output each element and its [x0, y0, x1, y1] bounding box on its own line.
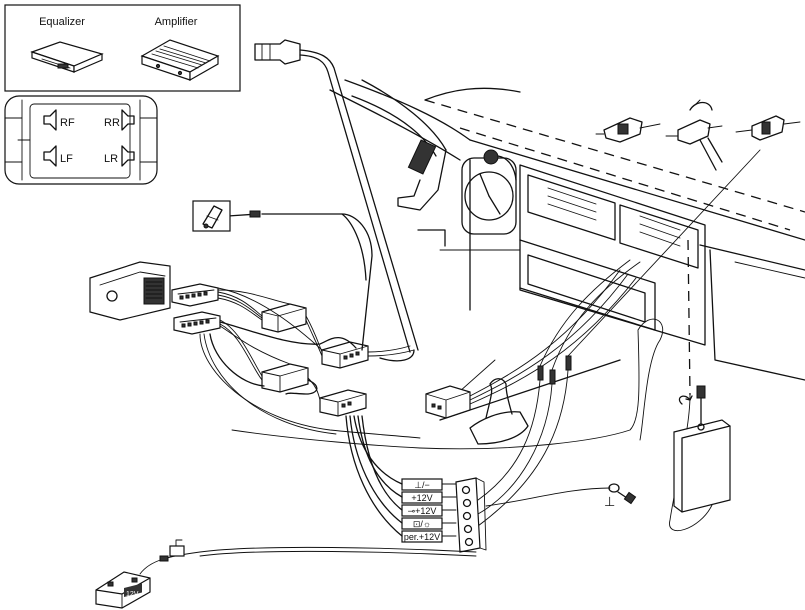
equalizer-label: Equalizer: [39, 16, 85, 28]
radio-slot: [519, 164, 706, 346]
ground-symbol: ⊥: [604, 494, 615, 509]
cable-right-loop: [669, 394, 713, 532]
speaker-lf: LF: [43, 145, 73, 167]
terminal-label-permanent: per.+12V: [404, 532, 440, 542]
speaker-lr-label: LR: [104, 153, 118, 165]
gear-shifter: [469, 378, 529, 445]
iso-connector-bottom: [173, 311, 221, 335]
car-top-view: [4, 95, 158, 185]
terminal-wires: [345, 415, 457, 537]
battery-label: 12V: [126, 591, 139, 598]
harness-box-3: [261, 363, 309, 393]
steering-column: [351, 79, 447, 247]
terminal-label-illumination: ⊡/☼: [413, 519, 431, 529]
amplifier-icon: [140, 39, 220, 82]
component-panel: Equalizer Amplifier: [4, 4, 241, 92]
speaker-rr-label: RR: [104, 117, 120, 129]
terminal-label-ground: ⊥/−: [414, 480, 430, 490]
antenna-cable: [254, 39, 419, 362]
terminal-label-plus12v: +12V: [411, 493, 432, 503]
harness-wires: [199, 287, 421, 439]
harness-box-2: [321, 341, 369, 369]
adapter-box: [673, 385, 731, 513]
speaker-rf-label: RF: [60, 117, 75, 129]
battery-cable: [139, 539, 477, 575]
terminal-block: [455, 477, 487, 553]
terminal-label-ignition: ⊸+12V: [408, 506, 437, 516]
ground-loop-cable: [231, 318, 664, 450]
gauge-icon: [461, 149, 517, 235]
radio-back-panel: [89, 261, 171, 321]
speaker-lr: LR: [104, 145, 135, 167]
aux-cable: [227, 210, 373, 351]
ground-screw-icon: ⊥: [485, 483, 637, 509]
terminal-labels: ⊥/− +12V ⊸+12V ⊡/☼ per.+12V: [401, 478, 443, 543]
speaker-lf-label: LF: [60, 153, 73, 165]
iso-connector-top: [171, 283, 219, 307]
speaker-rr: RR: [104, 109, 135, 131]
plug-icon: [192, 200, 231, 232]
clip-icons: [595, 99, 801, 171]
amplifier-label: Amplifier: [155, 16, 198, 28]
harness-box-4: [319, 389, 367, 417]
equalizer-icon: [30, 41, 104, 73]
main-connector: [425, 269, 637, 419]
dashboard-outline: [329, 79, 805, 421]
harness-box-1: [261, 303, 307, 333]
battery-icon: 12V: [95, 571, 151, 609]
speaker-rf: RF: [43, 109, 75, 131]
inline-connectors: [477, 149, 761, 527]
